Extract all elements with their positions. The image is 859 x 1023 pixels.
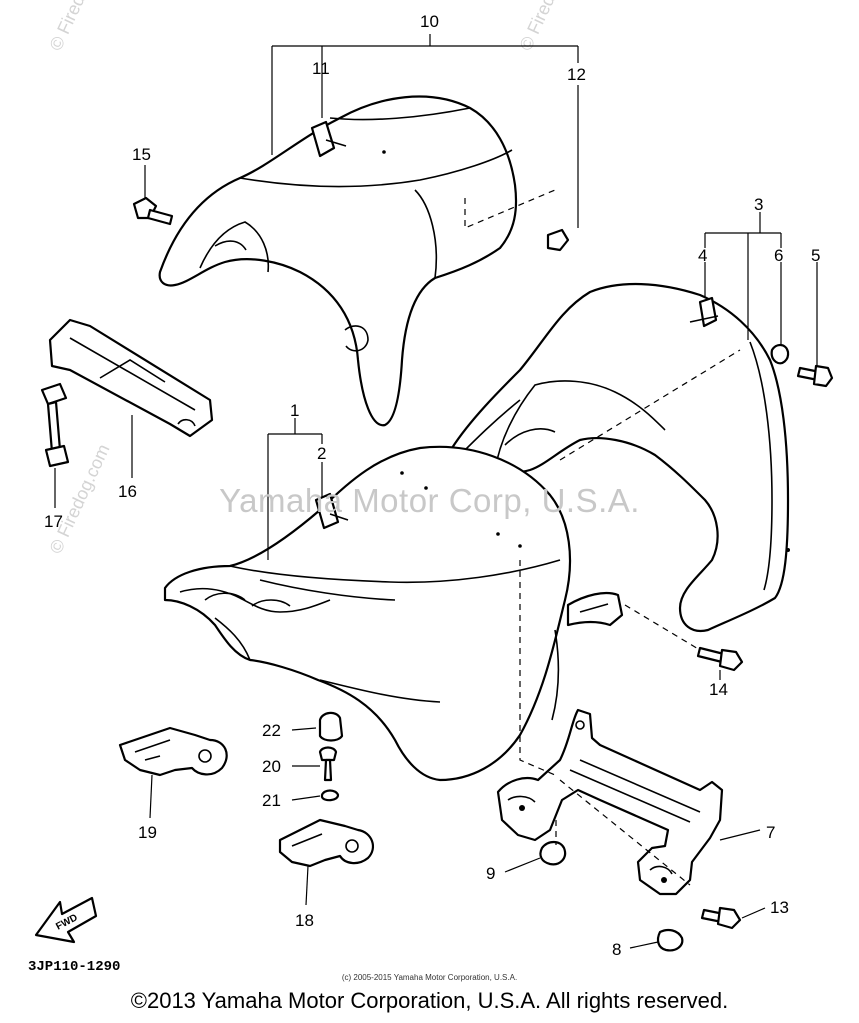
small-copyright: (c) 2005-2015 Yamaha Motor Corporation, … bbox=[341, 973, 518, 982]
callout-3: 3 bbox=[754, 195, 763, 214]
rear-seat-cowl bbox=[450, 282, 790, 632]
main-seat-assembly bbox=[163, 445, 624, 782]
center-watermark: Yamaha Motor Corp, U.S.A. bbox=[219, 482, 640, 519]
callout-8: 8 bbox=[612, 940, 621, 959]
seat-hook-11 bbox=[310, 120, 336, 158]
site-watermark-top-left: © Firedog.com bbox=[45, 0, 113, 54]
lock-bracket-18 bbox=[278, 818, 375, 868]
upper-seat-assembly bbox=[158, 95, 556, 427]
cowl-hook-4 bbox=[698, 296, 718, 328]
footer-copyright: ©2013 Yamaha Motor Corporation, U.S.A. A… bbox=[130, 988, 729, 1013]
washer-6 bbox=[770, 343, 790, 365]
grommet-12 bbox=[546, 228, 570, 252]
damper-22 bbox=[318, 711, 344, 742]
upper-seat bbox=[158, 95, 518, 427]
callout-11: 11 bbox=[312, 59, 330, 78]
bolt-13 bbox=[700, 906, 742, 930]
drawing-code: 3JP110-1290 bbox=[28, 959, 121, 975]
callout-1: 1 bbox=[290, 401, 299, 420]
callout-6: 6 bbox=[774, 246, 783, 265]
callout-2: 2 bbox=[317, 444, 326, 463]
bolt-15 bbox=[132, 196, 174, 226]
callout-18: 18 bbox=[295, 911, 314, 930]
bracket-16 bbox=[48, 318, 214, 438]
callout-12: 12 bbox=[567, 65, 586, 84]
callout-15: 15 bbox=[132, 145, 151, 164]
seat-hook-2 bbox=[314, 492, 340, 530]
pin-20 bbox=[318, 746, 338, 782]
bolt-14 bbox=[696, 646, 744, 672]
callout-numbers: 10 11 12 15 3 4 6 5 1 2 16 17 14 22 20 2… bbox=[44, 12, 820, 959]
callout-5: 5 bbox=[811, 246, 820, 265]
callout-20: 20 bbox=[262, 757, 281, 776]
seat-bracket-7 bbox=[496, 708, 724, 896]
fwd-arrow-icon: FWD bbox=[34, 896, 98, 944]
leader-lines bbox=[54, 34, 818, 949]
seat-cowl-body bbox=[450, 282, 790, 632]
callout-4: 4 bbox=[698, 246, 707, 265]
lock-bracket-19 bbox=[118, 726, 228, 777]
callout-9: 9 bbox=[486, 864, 495, 883]
callout-19: 19 bbox=[138, 823, 157, 842]
callout-10: 10 bbox=[420, 12, 439, 31]
callout-14: 14 bbox=[709, 680, 728, 699]
screw-5 bbox=[796, 364, 834, 388]
collar-9 bbox=[539, 840, 567, 866]
assembly-lines bbox=[519, 349, 741, 886]
callout-16: 16 bbox=[118, 482, 137, 501]
callout-21: 21 bbox=[262, 791, 281, 810]
strap-17 bbox=[40, 382, 70, 468]
callout-13: 13 bbox=[770, 898, 789, 917]
callout-22: 22 bbox=[262, 721, 281, 740]
collar-8 bbox=[656, 928, 684, 952]
callout-17: 17 bbox=[44, 512, 63, 531]
washer-21 bbox=[320, 789, 340, 802]
callout-7: 7 bbox=[766, 823, 775, 842]
